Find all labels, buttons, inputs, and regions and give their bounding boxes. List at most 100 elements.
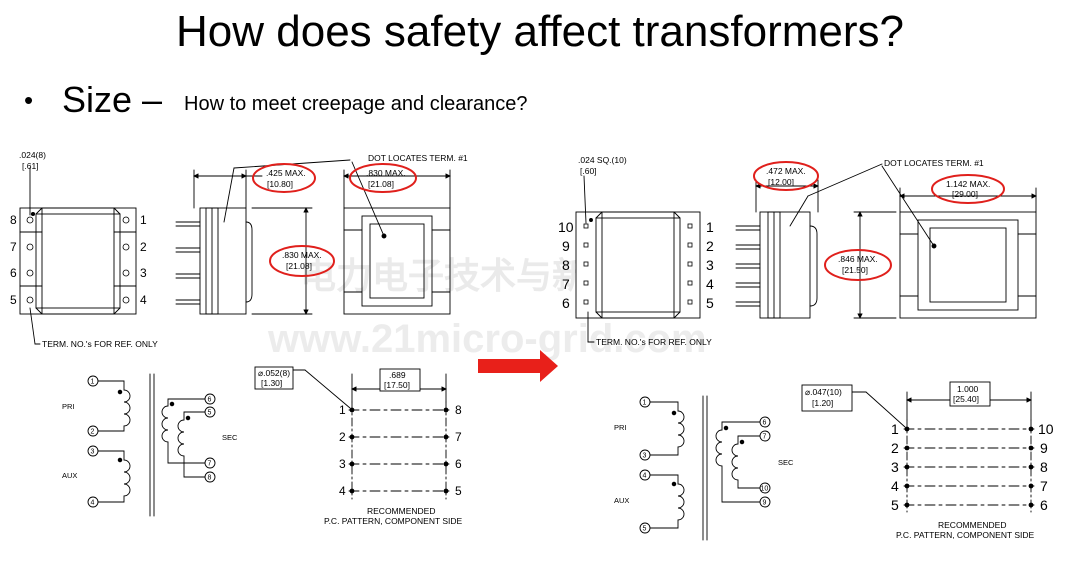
- left-highlights: [252, 163, 417, 277]
- right-side-view: [735, 163, 883, 319]
- right-pitch: 1.000: [957, 384, 979, 394]
- right-pcb-pin: 2: [891, 440, 899, 456]
- right-width-mm: [29.00]: [952, 189, 978, 199]
- left-schem-pin: 5: [208, 410, 212, 417]
- left-schem-pin: 8: [208, 475, 212, 482]
- left-schem-pin: 1: [91, 379, 95, 386]
- right-pcb-pin: 5: [891, 497, 899, 513]
- left-height: .830 MAX.: [282, 250, 322, 260]
- right-width: 1.142 MAX.: [946, 179, 990, 189]
- right-pcb-pin: 7: [1040, 478, 1048, 494]
- left-pin-label: 1: [140, 213, 147, 227]
- left-schematic: [87, 373, 216, 517]
- right-pin-label: 4: [706, 276, 714, 292]
- left-pin-label: 3: [140, 266, 147, 280]
- left-depth-mm: [10.80]: [267, 179, 293, 189]
- right-pin-dia-mm: [.60]: [580, 166, 597, 176]
- left-pitch-mm: [17.50]: [384, 380, 410, 390]
- left-pcb-pin: 8: [455, 403, 462, 417]
- right-schem-pin: 1: [643, 400, 647, 407]
- left-top-view: [19, 167, 137, 345]
- left-sec-label: SEC: [222, 433, 238, 442]
- right-top-view: [575, 175, 701, 343]
- left-transformer: [19, 159, 451, 517]
- left-end-view: [343, 161, 451, 315]
- left-pitch: .689: [389, 370, 406, 380]
- right-pcb-pin: 6: [1040, 497, 1048, 513]
- right-pcb-pin: 4: [891, 478, 899, 494]
- left-depth: .425 MAX.: [266, 168, 306, 178]
- left-pcb-pin: 6: [455, 457, 462, 471]
- left-schem-pin: 3: [91, 449, 95, 456]
- red-arrow: [478, 350, 558, 382]
- right-pin-label: 8: [562, 257, 570, 273]
- right-schem-pin: 3: [643, 453, 647, 460]
- right-pin-label: 3: [706, 257, 714, 273]
- right-transformer: [575, 161, 1037, 541]
- left-schem-pin: 4: [91, 500, 95, 507]
- left-pin-label: 8: [10, 213, 17, 227]
- right-pin-label: 6: [562, 295, 570, 311]
- left-pin-label: 4: [140, 293, 147, 307]
- left-schem-pin: 2: [91, 429, 95, 436]
- left-pin-label: 2: [140, 240, 147, 254]
- left-pin-label: 7: [10, 240, 17, 254]
- right-pcb-pattern: [851, 391, 1035, 513]
- left-pcb-pin: 4: [339, 484, 346, 498]
- left-hole: ⌀.052(8): [258, 368, 290, 378]
- right-pin-label: 5: [706, 295, 714, 311]
- right-dot-note: DOT LOCATES TERM. #1: [884, 158, 984, 168]
- right-depth-mm: [12.00]: [768, 177, 794, 187]
- right-pin-dia: .024 SQ.(10): [578, 155, 627, 165]
- left-schem-pin: 7: [208, 461, 212, 468]
- right-schem-pin: 7: [763, 434, 767, 441]
- left-term-note: TERM. NO.'s FOR REF. ONLY: [42, 339, 158, 349]
- right-schem-pin: 4: [643, 473, 647, 480]
- right-pcb-pin: 8: [1040, 459, 1048, 475]
- left-rec2: P.C. PATTERN, COMPONENT SIDE: [324, 516, 463, 526]
- left-labels: .024(8) [.61] .425 MAX. [10.80] .830 MAX…: [10, 150, 468, 526]
- right-pcb-pin: 1: [891, 421, 899, 437]
- left-pcb-pin: 1: [339, 403, 346, 417]
- left-hole-mm: [1.30]: [261, 378, 282, 388]
- left-pcb-pin: 3: [339, 457, 346, 471]
- left-width: .830 MAX.: [366, 168, 406, 178]
- left-rec1: RECOMMENDED: [367, 506, 435, 516]
- right-pitch-mm: [25.40]: [953, 394, 979, 404]
- right-hole-mm: [1.20]: [812, 398, 833, 408]
- right-pcb-pin: 10: [1038, 421, 1054, 437]
- right-depth: .472 MAX.: [766, 166, 806, 176]
- left-dot-note: DOT LOCATES TERM. #1: [368, 153, 468, 163]
- left-pcb-pin: 7: [455, 430, 462, 444]
- right-pin-label: 2: [706, 238, 714, 254]
- right-pin-label: 1: [706, 219, 714, 235]
- right-schem-pin: 10: [761, 486, 769, 493]
- left-height-mm: [21.08]: [286, 261, 312, 271]
- left-pri-label: PRI: [62, 402, 75, 411]
- right-schem-pin: 6: [763, 420, 767, 427]
- right-pcb-pin: 3: [891, 459, 899, 475]
- right-rec1: RECOMMENDED: [938, 520, 1006, 530]
- left-pin-dia: .024(8): [19, 150, 46, 160]
- right-pin-label: 10: [558, 219, 574, 235]
- bullet-subtext: How to meet creepage and clearance?: [184, 93, 528, 115]
- right-schem-pin: 5: [643, 526, 647, 533]
- left-aux-label: AUX: [62, 471, 77, 480]
- watermark-url: www.21micro-grid.com: [267, 317, 707, 361]
- right-height-mm: [21.50]: [842, 265, 868, 275]
- left-pcb-pin: 5: [455, 484, 462, 498]
- right-rec2: P.C. PATTERN, COMPONENT SIDE: [896, 530, 1035, 540]
- left-pcb-pin: 2: [339, 430, 346, 444]
- right-schem-pin: 9: [763, 500, 767, 507]
- left-schem-pin: 6: [208, 397, 212, 404]
- right-pin-label: 9: [562, 238, 570, 254]
- left-pin-label: 6: [10, 266, 17, 280]
- right-aux-label: AUX: [614, 496, 629, 505]
- left-pin-label: 5: [10, 293, 17, 307]
- right-sec-label: SEC: [778, 458, 794, 467]
- right-labels: .024 SQ.(10) [.60] .472 MAX. [12.00] 1.1…: [558, 155, 1054, 540]
- right-pcb-pin: 9: [1040, 440, 1048, 456]
- left-width-mm: [21.08]: [368, 179, 394, 189]
- bullet-dash: –: [142, 79, 163, 120]
